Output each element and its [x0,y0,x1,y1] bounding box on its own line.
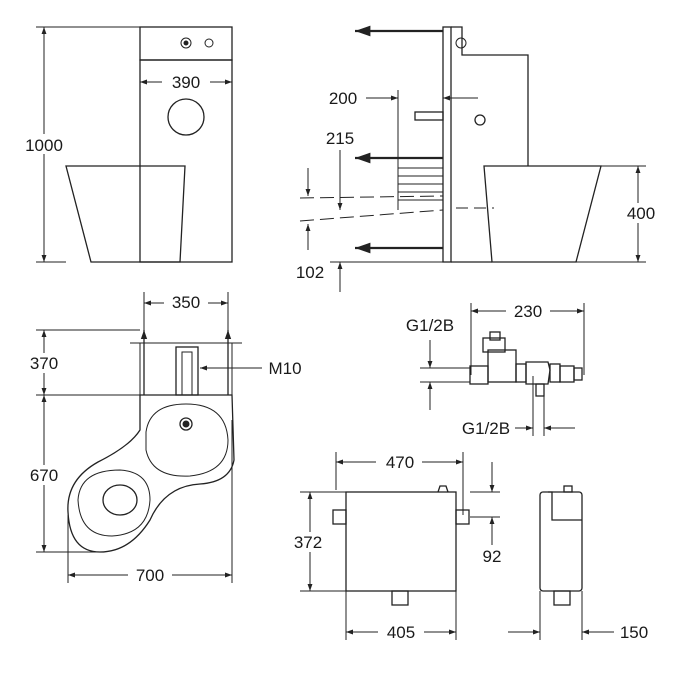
front-body [139,59,233,263]
dim-width-390: 390 [172,73,200,92]
dim-200: 200 [329,89,357,108]
valve-assembly: 230 G1/2B G1/2B [406,301,585,438]
cistern-body [345,491,457,592]
side-wall-plate [442,26,452,263]
side-view: 200 215 102 400 [296,25,656,292]
label-g12b-bottom: G1/2B [462,419,510,438]
side-housing [451,26,529,166]
top-bracket [175,346,199,396]
side-bowl [483,165,602,263]
front-panel-button-left [180,37,192,49]
dim-230: 230 [514,302,542,321]
top-outlet [102,484,138,516]
top-drain [179,417,193,431]
dim-700: 700 [136,566,164,585]
front-round-opening [167,98,205,136]
dim-400: 400 [627,204,655,223]
dim-height-1000: 1000 [25,136,63,155]
dim-102: 102 [296,263,324,282]
front-bowl [65,165,186,263]
dim-150: 150 [620,623,648,642]
front-panel-button-right [204,38,214,48]
dim-350: 350 [172,293,200,312]
valve-body [487,349,517,383]
top-bowl-outline [67,394,235,553]
side-button-icon [474,114,486,126]
dim-405: 405 [387,623,415,642]
bolt-label-m10: M10 [268,359,301,378]
cistern-side-view: 150 [508,485,648,642]
dim-670: 670 [30,466,58,485]
dim-92: 92 [483,547,502,566]
label-g12b-top: G1/2B [406,316,454,335]
top-view: 350 M10 370 670 700 [24,292,302,585]
dim-470: 470 [386,453,414,472]
front-view: 1000 390 [18,26,233,263]
cistern-side-body [539,491,583,592]
cistern-front-view: 470 372 92 405 [288,452,501,642]
dim-372: 372 [294,533,322,552]
dim-370: 370 [30,354,58,373]
dim-215: 215 [326,129,354,148]
